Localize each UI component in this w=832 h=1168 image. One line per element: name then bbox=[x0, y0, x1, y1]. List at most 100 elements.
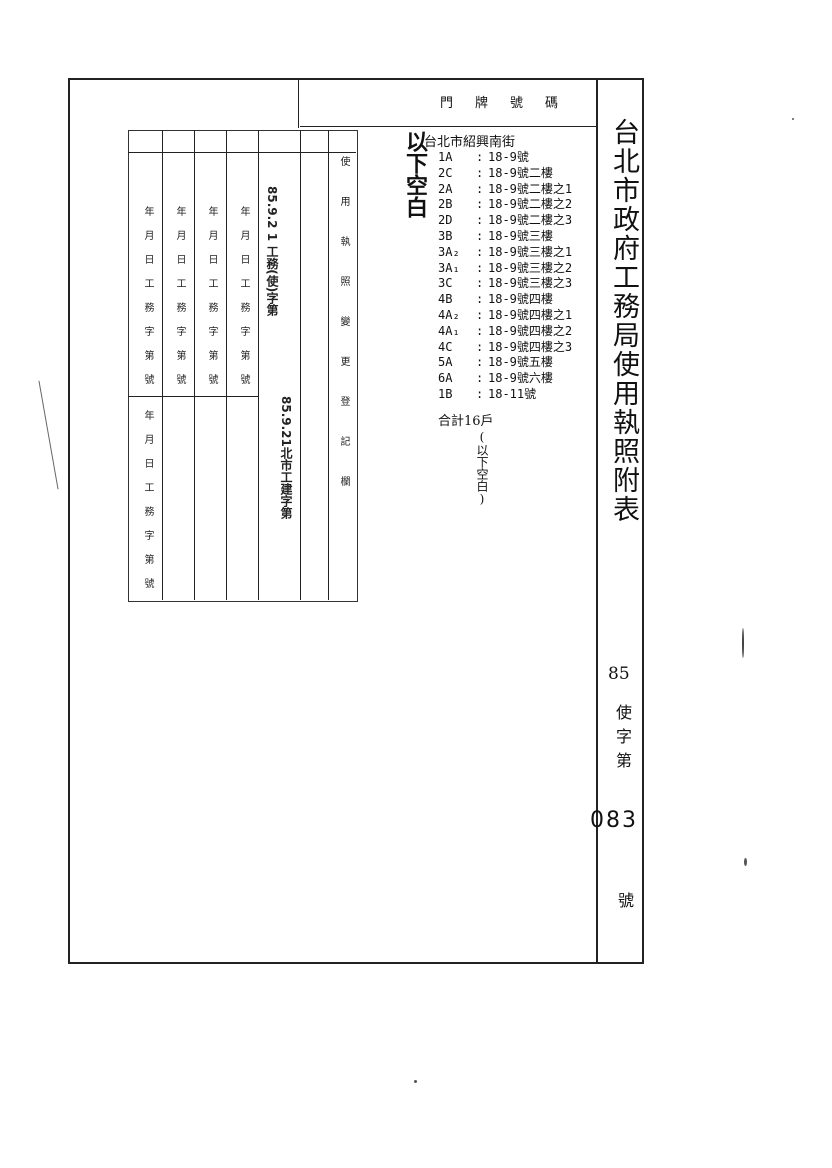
separator: : bbox=[476, 260, 484, 275]
address-text: 18-9號四樓之1 bbox=[488, 307, 573, 322]
address-row: 1B:18-11號 bbox=[438, 387, 572, 403]
slip-col-line bbox=[162, 130, 163, 600]
slip-column-text: 年月日工務字第號 bbox=[142, 410, 153, 602]
address-row: 3A₂:18-9號三樓之1 bbox=[438, 245, 572, 261]
separator: : bbox=[476, 244, 484, 259]
separator: : bbox=[476, 323, 484, 338]
unit-code: 2A bbox=[438, 181, 453, 196]
separator: : bbox=[476, 150, 484, 164]
unit-code: 6A bbox=[438, 371, 453, 386]
separator: : bbox=[476, 197, 484, 212]
unit-code: 2D bbox=[438, 213, 453, 228]
unit-code: 5A bbox=[438, 355, 453, 370]
address-row: 4B:18-9號四樓 bbox=[438, 292, 572, 308]
slip-border bbox=[128, 130, 358, 602]
unit-code: 3B bbox=[438, 228, 453, 243]
address-row: 3B:18-9號三樓 bbox=[438, 229, 572, 245]
unit-code: 4A₁ bbox=[438, 323, 460, 338]
form-title: 台北市政府工務局使用執照附表 bbox=[608, 118, 639, 524]
separator: : bbox=[476, 165, 484, 180]
separator: : bbox=[476, 181, 484, 196]
address-row: 2A:18-9號二樓之1 bbox=[438, 182, 572, 198]
header-row-divider bbox=[300, 126, 596, 127]
address-text: 18-9號二樓之3 bbox=[488, 213, 573, 228]
street-name: 台北市紹興南街 bbox=[424, 135, 516, 150]
unit-code: 1A bbox=[438, 150, 453, 164]
address-text: 18-9號二樓之1 bbox=[488, 181, 573, 196]
scan-speck bbox=[744, 858, 747, 866]
unit-code: 3C bbox=[438, 276, 453, 291]
change-registration-slip: 年月日工務字第號 年月日工務字第號 年月日工務字第號 年月日工務字第號 年月日工… bbox=[128, 126, 358, 604]
serial-suffix: 號 bbox=[615, 892, 634, 908]
title-column-divider bbox=[596, 78, 598, 964]
handwritten-stamp: 85.9.2 1 工務(使)字第 bbox=[265, 186, 279, 317]
unit-code: 3A₁ bbox=[438, 260, 460, 275]
address-text: 18-9號三樓 bbox=[488, 228, 553, 243]
scan-speck bbox=[414, 1080, 417, 1083]
blank-below-note: (以下空白) bbox=[475, 430, 489, 506]
address-text: 18-9號二樓 bbox=[488, 165, 553, 180]
separator: : bbox=[476, 276, 484, 291]
scan-mark bbox=[742, 628, 744, 658]
unit-code: 4B bbox=[438, 292, 453, 307]
scan-speck bbox=[792, 118, 794, 120]
slip-header-text: 使用執照變更登記欄 bbox=[338, 156, 349, 516]
address-row: 2D:18-9號二樓之3 bbox=[438, 213, 572, 229]
household-total: 合計16戶 bbox=[438, 414, 494, 429]
slip-col-line bbox=[226, 130, 227, 600]
slip-col-line bbox=[258, 130, 259, 600]
serial-number: 083 bbox=[590, 808, 638, 833]
handwritten-blank-note: 以下空白 bbox=[402, 130, 427, 218]
address-text: 18-9號二樓之2 bbox=[488, 197, 573, 212]
unit-code: 3A₂ bbox=[438, 244, 460, 259]
slip-col-line bbox=[328, 130, 329, 600]
separator: : bbox=[476, 307, 484, 322]
separator: : bbox=[476, 386, 484, 401]
slip-column-text: 年月日工務字第號 bbox=[238, 206, 249, 398]
address-text: 18-9號 bbox=[488, 150, 529, 164]
address-row: 3C:18-9號三樓之3 bbox=[438, 276, 572, 292]
address-row: 4C:18-9號四樓之3 bbox=[438, 340, 572, 356]
address-row: 6A:18-9號六樓 bbox=[438, 371, 572, 387]
handwritten-stamp: 85.9.21北市工建字第 bbox=[279, 396, 293, 519]
address-text: 18-9號三樓之1 bbox=[488, 244, 573, 259]
slip-header-line bbox=[128, 152, 356, 153]
separator: : bbox=[476, 371, 484, 386]
slip-column-text: 年月日工務字第號 bbox=[142, 206, 153, 398]
header-cell-divider bbox=[298, 78, 299, 128]
unit-code: 1B bbox=[438, 386, 453, 401]
address-row: 2C:18-9號二樓 bbox=[438, 166, 572, 182]
unit-code: 4C bbox=[438, 339, 453, 354]
address-row: 1A:18-9號 bbox=[438, 150, 572, 166]
unit-code: 2B bbox=[438, 197, 453, 212]
address-text: 18-9號四樓之3 bbox=[488, 339, 573, 354]
address-text: 18-9號四樓 bbox=[488, 292, 553, 307]
address-text: 18-9號三樓之2 bbox=[488, 260, 573, 275]
serial-prefix: 使字第 bbox=[613, 704, 632, 776]
address-text: 18-9號三樓之3 bbox=[488, 276, 573, 291]
address-text: 18-11號 bbox=[488, 386, 537, 401]
address-row: 3A₁:18-9號三樓之2 bbox=[438, 261, 572, 277]
slip-col-line bbox=[300, 130, 301, 600]
address-row: 2B:18-9號二樓之2 bbox=[438, 197, 572, 213]
separator: : bbox=[476, 355, 484, 370]
address-row: 4A₁:18-9號四樓之2 bbox=[438, 324, 572, 340]
form-frame bbox=[68, 78, 644, 964]
separator: : bbox=[476, 339, 484, 354]
address-text: 18-9號五樓 bbox=[488, 355, 553, 370]
address-text: 18-9號四樓之2 bbox=[488, 323, 573, 338]
slip-mid-line bbox=[128, 396, 258, 397]
slip-column-text: 年月日工務字第號 bbox=[174, 206, 185, 398]
slip-col-line bbox=[194, 130, 195, 600]
unit-code: 2C bbox=[438, 165, 453, 180]
door-number-header: 門牌號碼 bbox=[440, 96, 581, 111]
separator: : bbox=[476, 228, 484, 243]
scan-mark bbox=[38, 380, 59, 490]
slip-column-text: 年月日工務字第號 bbox=[206, 206, 217, 398]
address-row: 4A₂:18-9號四樓之1 bbox=[438, 308, 572, 324]
address-text: 18-9號六樓 bbox=[488, 371, 553, 386]
separator: : bbox=[476, 213, 484, 228]
page-number: 85 bbox=[608, 664, 630, 684]
separator: : bbox=[476, 292, 484, 307]
